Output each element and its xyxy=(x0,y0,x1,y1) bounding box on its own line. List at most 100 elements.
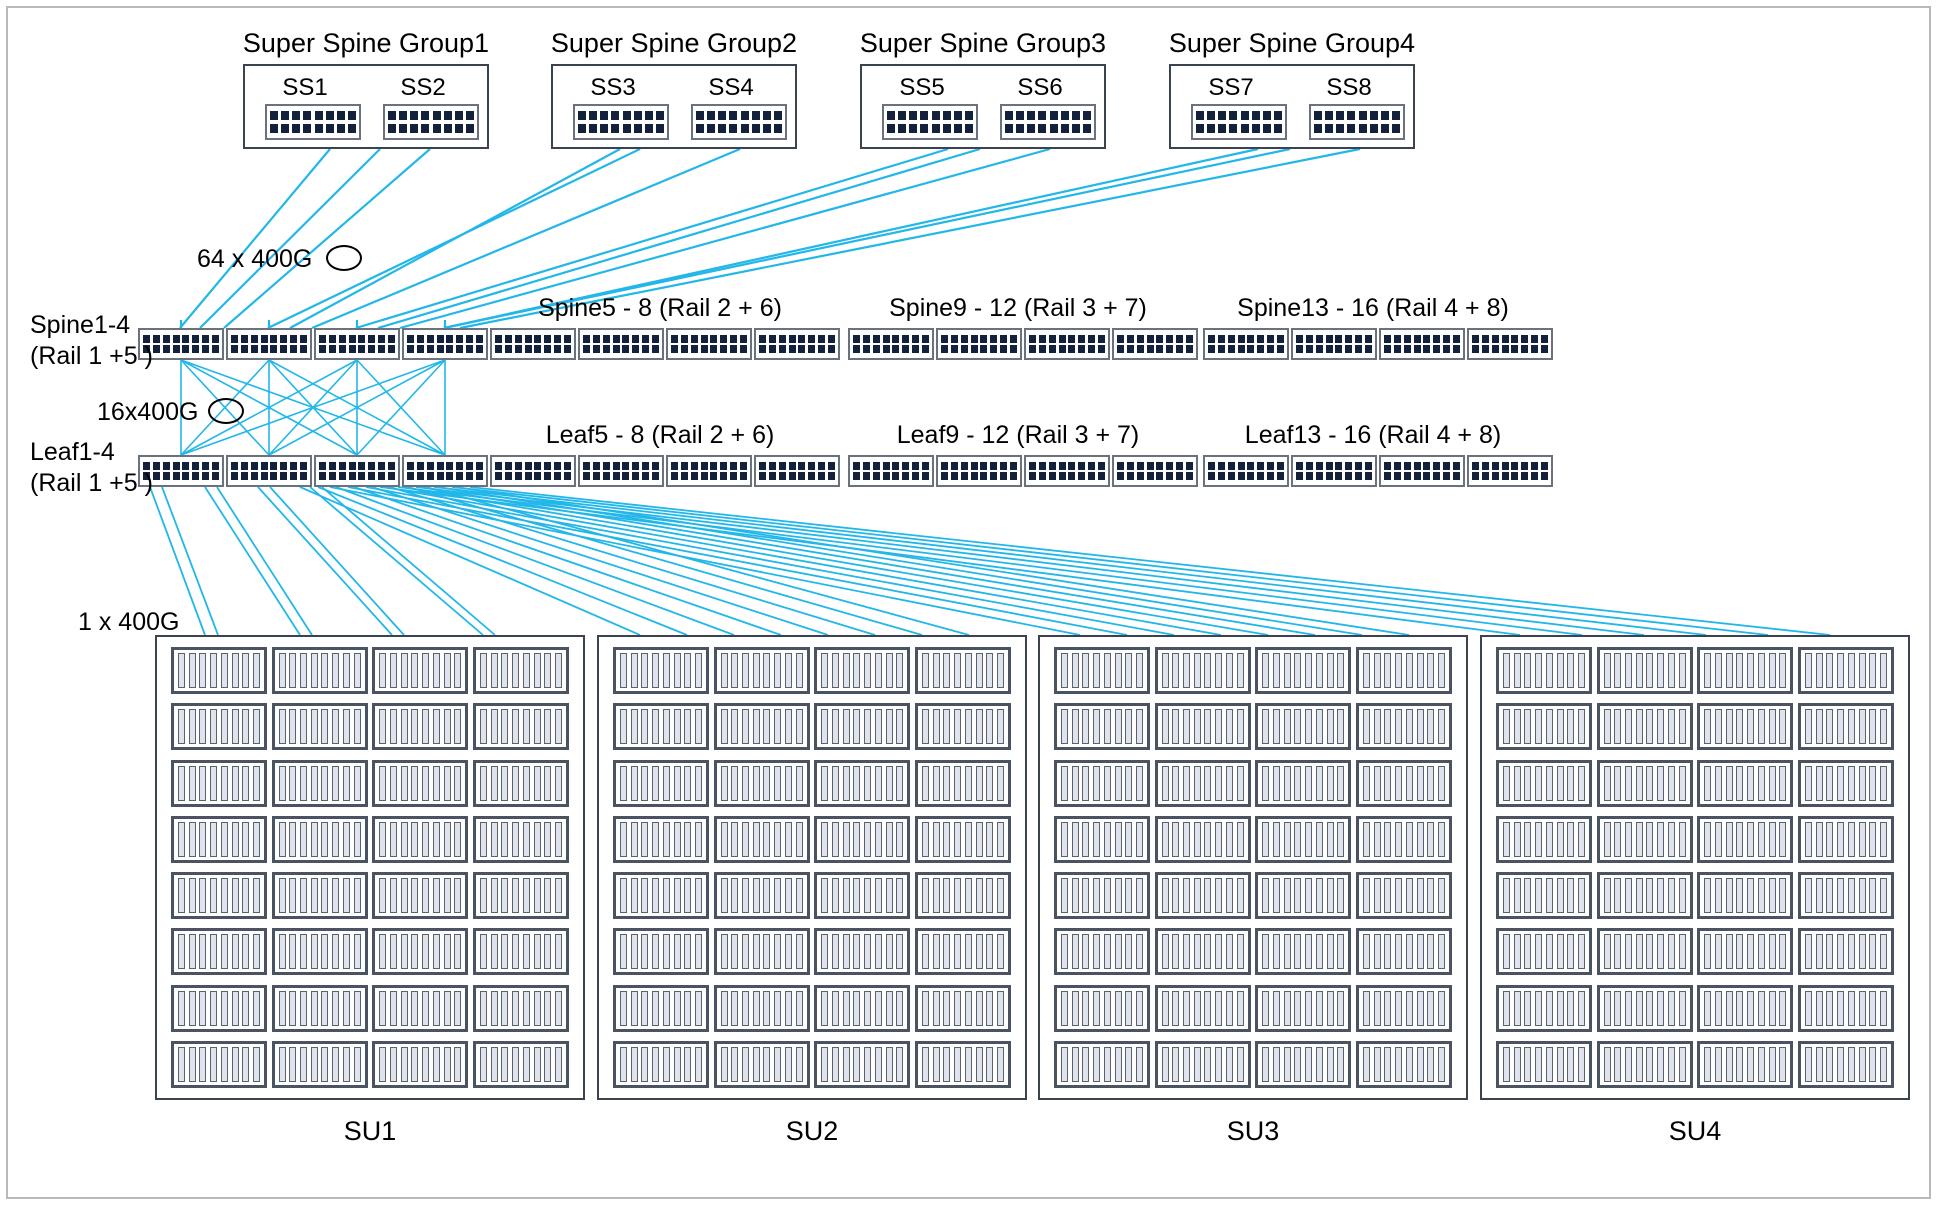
server-slot xyxy=(512,821,520,857)
server-slot xyxy=(522,1047,530,1082)
super-spine-switch-SS7[interactable] xyxy=(1191,104,1287,140)
spine-switch-1[interactable] xyxy=(138,328,224,360)
leaf-switch-5[interactable] xyxy=(490,455,576,487)
switch-port xyxy=(644,111,653,121)
server-slot xyxy=(1747,653,1755,688)
server-slot xyxy=(720,990,728,1026)
server-slot xyxy=(210,821,218,857)
server-slot xyxy=(454,765,462,801)
spine-switch-12[interactable] xyxy=(1112,328,1198,360)
server-slot xyxy=(443,765,451,801)
server-slot xyxy=(1103,990,1111,1026)
leaf-switch-7[interactable] xyxy=(666,455,752,487)
server-slot xyxy=(289,878,297,914)
server-slot xyxy=(289,1047,297,1082)
switch-port xyxy=(632,472,640,481)
switch-port xyxy=(759,461,766,470)
server-slot xyxy=(1093,990,1101,1026)
server-slot xyxy=(1815,821,1823,857)
spine-switch-11[interactable] xyxy=(1024,328,1110,360)
server-slot xyxy=(1567,653,1575,688)
leaf-switch-12[interactable] xyxy=(1112,455,1198,487)
switch-port xyxy=(778,472,786,481)
switch-port xyxy=(1315,461,1323,470)
switch-port xyxy=(162,345,170,354)
leaf-switch-11[interactable] xyxy=(1024,455,1110,487)
switch-port xyxy=(1146,345,1154,354)
spine-switch-13[interactable] xyxy=(1203,328,1289,360)
switch-port xyxy=(1097,472,1105,481)
super-spine-switch-SS2[interactable] xyxy=(383,104,479,140)
super-spine-switch-SS3[interactable] xyxy=(573,104,669,140)
spine-switch-10[interactable] xyxy=(936,328,1022,360)
spine-switch-5[interactable] xyxy=(490,328,576,360)
server-slot xyxy=(501,990,509,1026)
server-slot xyxy=(1657,1047,1665,1082)
leaf-switch-14[interactable] xyxy=(1291,455,1377,487)
server-block xyxy=(1054,984,1150,1032)
server-slot xyxy=(1363,653,1370,688)
switch-port xyxy=(407,334,414,343)
server-slot xyxy=(673,709,681,745)
leaf-switch-15[interactable] xyxy=(1379,455,1465,487)
switch-port xyxy=(1237,345,1245,354)
switch-port xyxy=(1117,334,1124,343)
leaf-switch-9[interactable] xyxy=(848,455,934,487)
switch-port xyxy=(456,345,464,354)
server-slot xyxy=(1625,765,1633,801)
switch-port xyxy=(778,334,786,343)
spine-switch-14[interactable] xyxy=(1291,328,1377,360)
switch-port xyxy=(299,345,307,354)
leaf-switch-2[interactable] xyxy=(226,455,312,487)
server-slot xyxy=(620,653,627,688)
switch-port xyxy=(912,472,920,481)
server-slot xyxy=(731,1047,739,1082)
spine-switch-16[interactable] xyxy=(1467,328,1553,360)
switch-port xyxy=(632,345,640,354)
server-slot xyxy=(620,990,627,1026)
leaf-switch-8[interactable] xyxy=(754,455,840,487)
server-block xyxy=(814,1041,911,1088)
switch-port xyxy=(808,334,816,343)
server-slot xyxy=(422,709,430,745)
annotation-1x400g: 1 x 400G xyxy=(78,608,180,636)
super-spine-switch-SS6[interactable] xyxy=(1000,104,1096,140)
super-spine-switch-SS4[interactable] xyxy=(691,104,787,140)
spine-switch-3[interactable] xyxy=(314,328,400,360)
switch-port xyxy=(882,461,890,470)
switch-port xyxy=(1481,461,1489,470)
switch-port xyxy=(1136,334,1144,343)
server-slot xyxy=(1757,765,1765,801)
server-block xyxy=(1596,759,1693,807)
super-spine-switch-SS8[interactable] xyxy=(1309,104,1405,140)
leaf-switch-16[interactable] xyxy=(1467,455,1553,487)
super-spine-switch-SS1[interactable] xyxy=(265,104,361,140)
leaf-switch-3[interactable] xyxy=(314,455,400,487)
server-block xyxy=(1596,815,1693,863)
server-slot xyxy=(512,709,520,745)
server-slot xyxy=(278,878,286,914)
spine-switch-8[interactable] xyxy=(754,328,840,360)
spine-switch-15[interactable] xyxy=(1379,328,1465,360)
switch-port xyxy=(1391,111,1400,121)
spine-switch-4[interactable] xyxy=(402,328,488,360)
switch-port xyxy=(1325,334,1333,343)
switch-port xyxy=(1117,472,1124,481)
su-label-4: SU4 xyxy=(1668,1116,1722,1146)
leaf-switch-1[interactable] xyxy=(138,455,224,487)
server-slot xyxy=(1225,934,1233,970)
server-slot xyxy=(1603,709,1611,745)
spine-switch-7[interactable] xyxy=(666,328,752,360)
leaf-switch-10[interactable] xyxy=(936,455,1022,487)
server-slot xyxy=(1315,1047,1323,1082)
leaf-switch-6[interactable] xyxy=(578,455,664,487)
leaf-switch-13[interactable] xyxy=(1203,455,1289,487)
server-slot xyxy=(1747,1047,1755,1082)
spine-switch-6[interactable] xyxy=(578,328,664,360)
switch-port xyxy=(818,345,826,354)
super-spine-switch-SS5[interactable] xyxy=(882,104,978,140)
switch-port xyxy=(211,345,219,354)
leaf-switch-4[interactable] xyxy=(402,455,488,487)
spine-switch-9[interactable] xyxy=(848,328,934,360)
spine-switch-2[interactable] xyxy=(226,328,312,360)
